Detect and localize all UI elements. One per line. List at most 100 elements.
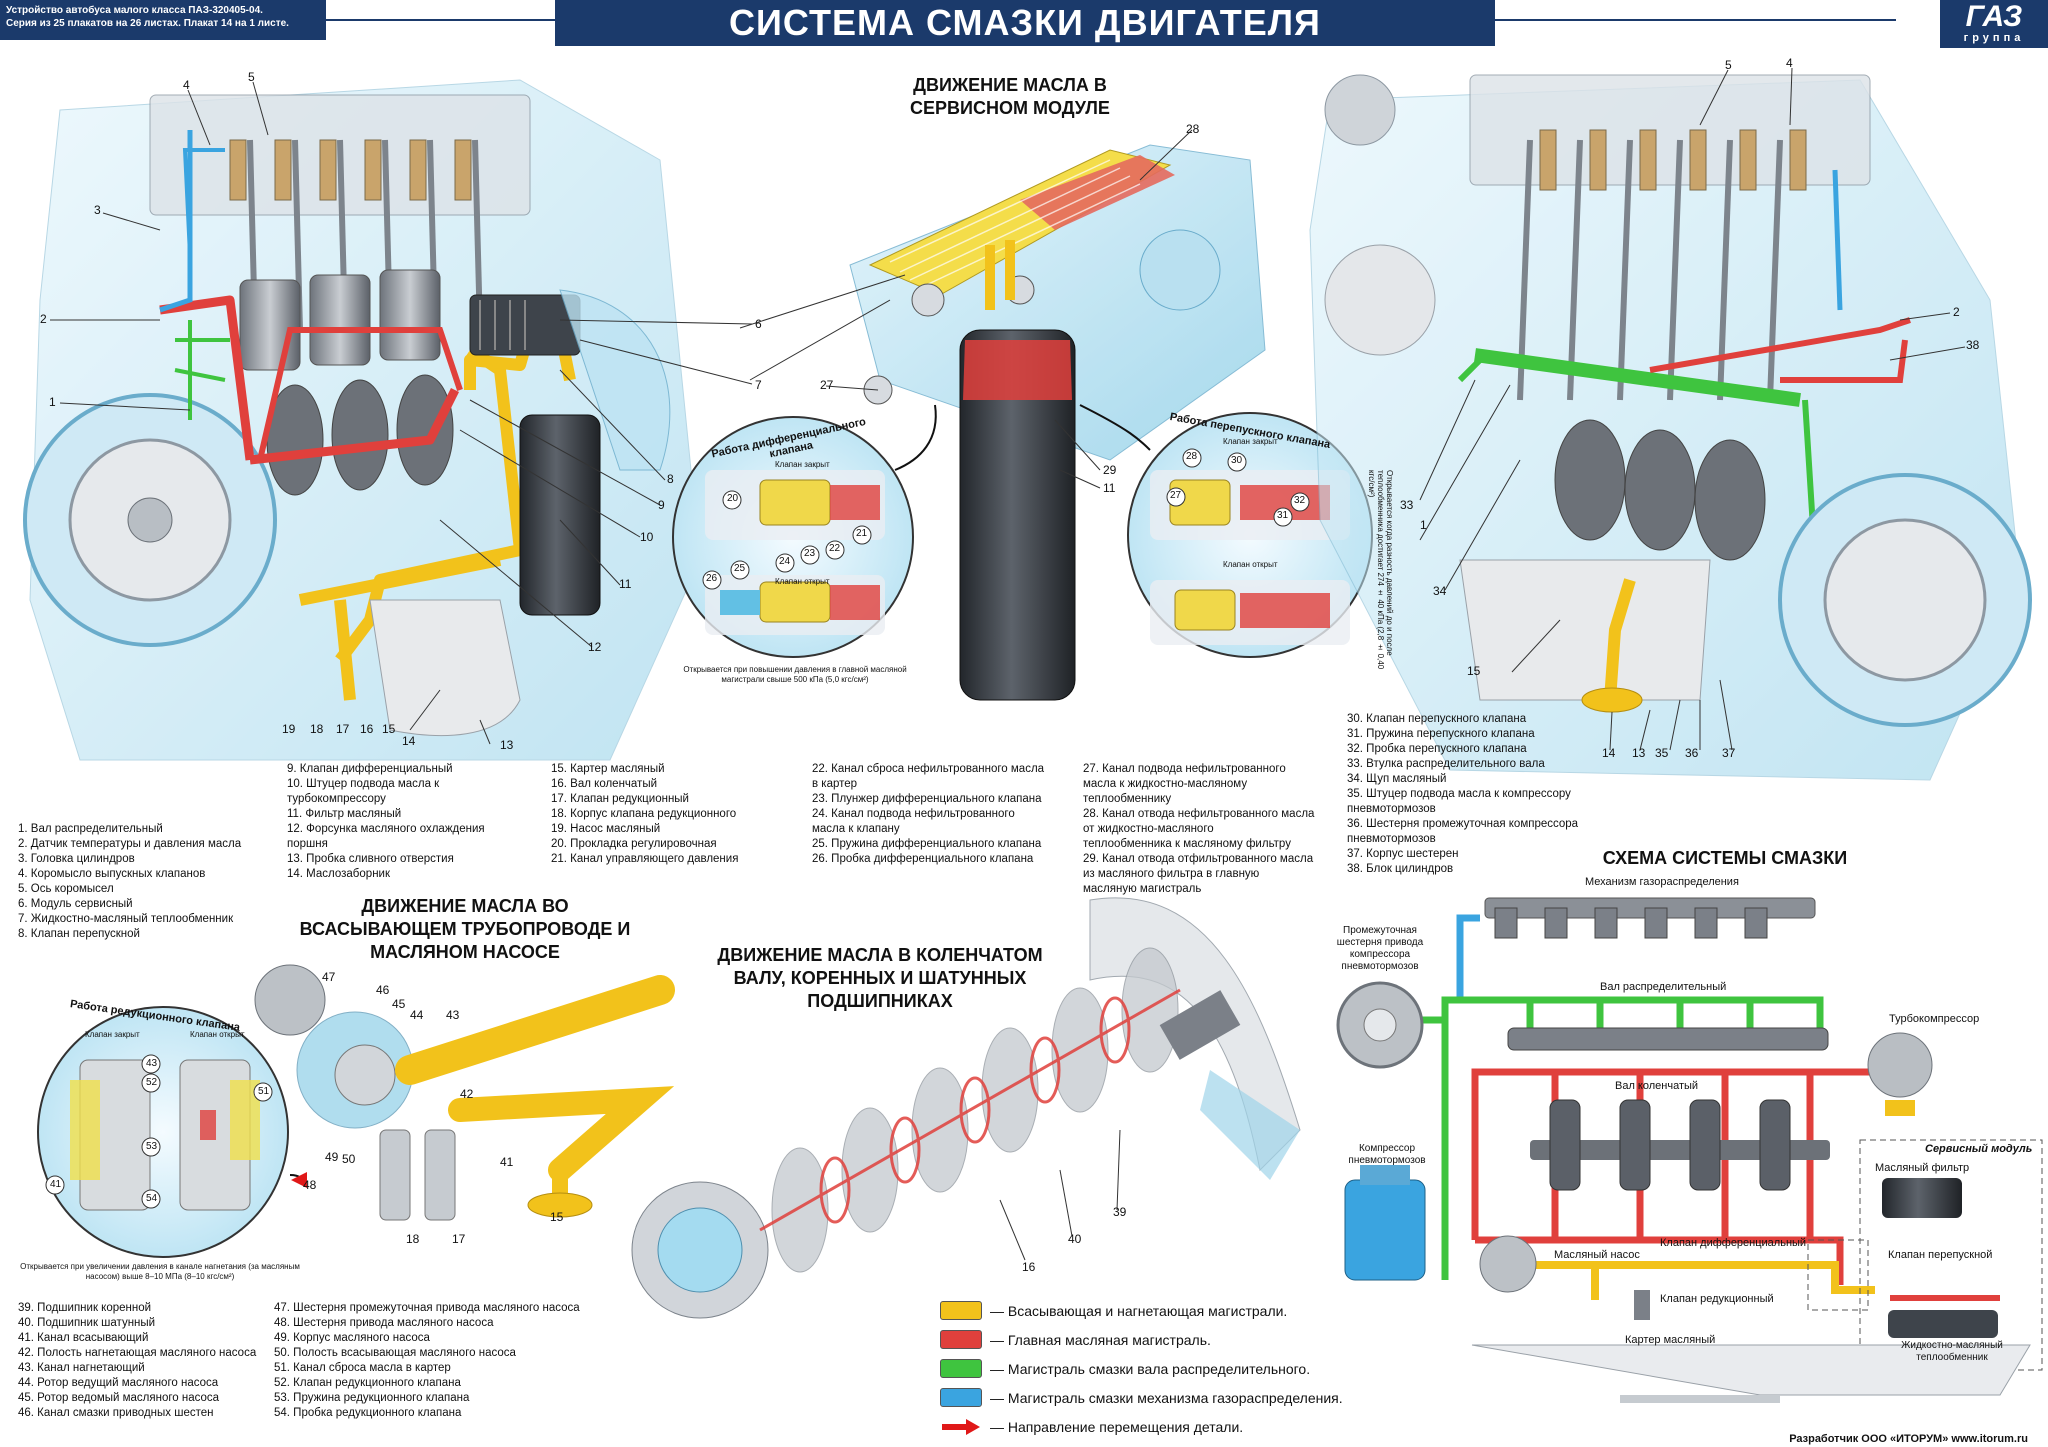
legend-item: поршня xyxy=(287,838,328,850)
reduction-valve-circle xyxy=(37,1006,289,1258)
legend-item: турбокомпрессору xyxy=(287,793,386,805)
legend-item: 50. Полость всасывающая масляного насоса xyxy=(274,1347,516,1359)
legend-item: 19. Насос масляный xyxy=(551,823,661,835)
legend-item: 26. Пробка дифференциального клапана xyxy=(812,853,1034,865)
scheme-label-camshaft: Вал распределительный xyxy=(1600,981,1727,993)
legend-item: 17. Клапан редукционный xyxy=(551,793,689,805)
legend-item: 54. Пробка редукционного клапана xyxy=(274,1407,462,1419)
left-engine-callouts xyxy=(50,81,753,745)
scheme-label-turbo: Турбокомпрессор xyxy=(1889,1013,1980,1025)
section-title-service-module: ДВИЖЕНИЕ МАСЛА В СЕРВИСНОМ МОДУЛЕ xyxy=(910,75,1110,118)
legend-item: от жидкостно-масляного xyxy=(1083,823,1214,835)
color-key-label: — Магистраль смазки механизма газораспре… xyxy=(990,1389,1343,1406)
legend-col2: 9. Клапан дифференциальный 10. Штуцер по… xyxy=(287,762,485,882)
color-key-label: — Направление перемещения детали. xyxy=(990,1418,1244,1435)
legend-item: 1. Вал распределительный xyxy=(18,823,163,835)
gaz-logo: ГАЗ группа xyxy=(1940,0,2048,48)
reduc-open-label: Клапан открыт xyxy=(190,1030,245,1039)
service-module-callouts xyxy=(739,129,1193,489)
diff-open-label: Клапан открыт xyxy=(775,577,830,586)
legend-item: 39. Подшипник коренной xyxy=(18,1302,152,1314)
legend-item: 51. Канал сброса масла в картер xyxy=(274,1362,451,1374)
left-engine xyxy=(23,79,701,761)
legend-col8: 47. Шестерня промежуточная привода масля… xyxy=(274,1301,580,1421)
legend-item: 9. Клапан дифференциальный xyxy=(287,763,453,775)
direction-arrow-icon xyxy=(942,1418,980,1435)
page-title: СИСТЕМА СМАЗКИ ДВИГАТЕЛЯ xyxy=(555,0,1495,46)
legend-item: 20. Прокладка регулировочная xyxy=(551,838,717,850)
scheme-label-bypass-valve: Клапан перепускной xyxy=(1888,1249,1993,1261)
bypass-valve-circle xyxy=(1127,412,1373,658)
legend-item: 36. Шестерня промежуточная компрессора xyxy=(1347,818,1579,830)
diff-circle-note: Открывается при повышении давления в гла… xyxy=(683,665,907,684)
legend-item: 33. Втулка распределительного вала xyxy=(1347,758,1545,770)
scheme-label-oil-pan: Картер масляный xyxy=(1625,1334,1716,1346)
header-info-line2: Серия из 25 плакатов на 26 листах. Плака… xyxy=(6,18,289,29)
legend-item: 35. Штуцер подвода масла к компрессору xyxy=(1347,788,1571,800)
legend-item: 43. Канал нагнетающий xyxy=(18,1362,145,1374)
legend-item: 52. Клапан редукционного клапана xyxy=(274,1377,461,1389)
color-key: — Всасывающая и нагнетающая магистрали. … xyxy=(940,1296,1343,1441)
scheme-label-line: Жидкостно-масляный xyxy=(1901,1340,2003,1351)
legend-item: 45. Ротор ведомый масляного насоса xyxy=(18,1392,220,1404)
section-title-suction: ДВИЖЕНИЕ МАСЛА ВО ВСАСЫВАЮЩЕМ ТРУБОПРОВО… xyxy=(299,896,631,962)
legend-item: 7. Жидкостно-масляный теплообменник xyxy=(18,913,234,925)
legend-item: 49. Корпус масляного насоса xyxy=(274,1332,430,1344)
legend-col6: 30. Клапан перепускного клапана 31. Пруж… xyxy=(1347,712,1578,877)
crankshaft-callouts xyxy=(999,1129,1121,1261)
color-key-label: — Магистраль смазки вала распределительн… xyxy=(990,1360,1311,1377)
bypass-circle-note: Открывается когда разность давлений до и… xyxy=(1367,470,1394,670)
scheme-label-line: Промежуточная xyxy=(1343,925,1417,936)
legend-item: 30. Клапан перепускного клапана xyxy=(1347,713,1527,725)
scheme-label-service-module: Сервисный модуль xyxy=(1925,1143,2033,1155)
scheme-label-diff-valve: Клапан дифференциальный xyxy=(1660,1237,1807,1249)
legend-col1: 1. Вал распределительный 2. Датчик темпе… xyxy=(18,822,241,942)
legend-item: 14. Маслозаборник xyxy=(287,868,390,880)
diff-closed-label: Клапан закрыт xyxy=(775,460,830,469)
scheme-label-line: шестерня привода xyxy=(1336,937,1424,948)
color-key-label: — Всасывающая и нагнетающая магистрали. xyxy=(990,1302,1288,1319)
scheme-label-line: теплообменник xyxy=(1916,1352,1988,1363)
logo-main: ГАЗ xyxy=(1965,0,2023,33)
legend-col7: 39. Подшипник коренной 40. Подшипник шат… xyxy=(18,1301,256,1421)
scheme-label-line: компрессора xyxy=(1349,949,1411,960)
legend-item: 48. Шестерня привода масляного насоса xyxy=(274,1317,494,1329)
service-module xyxy=(849,144,1266,701)
legend-col3: 15. Картер масляный 16. Вал коленчатый 1… xyxy=(551,762,738,867)
legend-item: теплообменника к масляному фильтру xyxy=(1083,838,1291,850)
color-key-row: — Магистраль смазки механизма газораспре… xyxy=(940,1383,1343,1412)
legend-item: масляную магистраль xyxy=(1083,883,1202,895)
legend-item: 34. Щуп масляный xyxy=(1347,773,1447,785)
legend-item: 5. Ось коромысел xyxy=(18,883,114,895)
scheme-label-timing: Механизм газораспределения xyxy=(1585,876,1739,888)
legend-item: 2. Датчик температуры и давления масла xyxy=(18,838,242,850)
legend-item: 12. Форсунка масляного охлаждения xyxy=(287,823,485,835)
color-key-row: — Направление перемещения детали. xyxy=(940,1412,1343,1441)
legend-item: 10. Штуцер подвода масла к xyxy=(287,778,440,790)
color-key-row: — Всасывающая и нагнетающая магистрали. xyxy=(940,1296,1343,1325)
legend-item: 6. Модуль сервисный xyxy=(18,898,133,910)
legend-item: 28. Канал отвода нефильтрованного масла xyxy=(1083,808,1315,820)
scheme-label-line: пневмотормозов xyxy=(1348,1155,1426,1166)
legend-item: из масляного фильтра в главную xyxy=(1083,868,1260,880)
legend-item: 32. Пробка перепускного клапана xyxy=(1347,743,1527,755)
legend-item: 44. Ротор ведущий масляного насоса xyxy=(18,1377,219,1389)
bypass-closed-label: Клапан закрыт xyxy=(1223,437,1278,446)
right-engine xyxy=(1309,74,2032,781)
legend-item: 37. Корпус шестерен xyxy=(1347,848,1459,860)
logo-sub: группа xyxy=(1963,32,2025,44)
legend-item: 3. Головка цилиндров xyxy=(18,853,135,865)
reduc-closed-label: Клапан закрыт xyxy=(85,1030,140,1039)
header-info: Устройство автобуса малого класса ПАЗ-32… xyxy=(0,0,326,40)
legend-item: в картер xyxy=(812,778,858,790)
legend-item: теплообменнику xyxy=(1083,793,1172,805)
legend-item: 25. Пружина дифференциального клапана xyxy=(812,838,1042,850)
legend-item: 8. Клапан перепускной xyxy=(18,928,140,940)
legend-item: 4. Коромысло выпускных клапанов xyxy=(18,868,206,880)
color-key-swatch-green xyxy=(940,1359,982,1378)
legend-item: масла к клапану xyxy=(812,823,900,835)
legend-item: 27. Канал подвода нефильтрованного xyxy=(1083,763,1286,775)
scheme-label-compressor: Компрессор пневмотормозов xyxy=(1342,1143,1432,1167)
